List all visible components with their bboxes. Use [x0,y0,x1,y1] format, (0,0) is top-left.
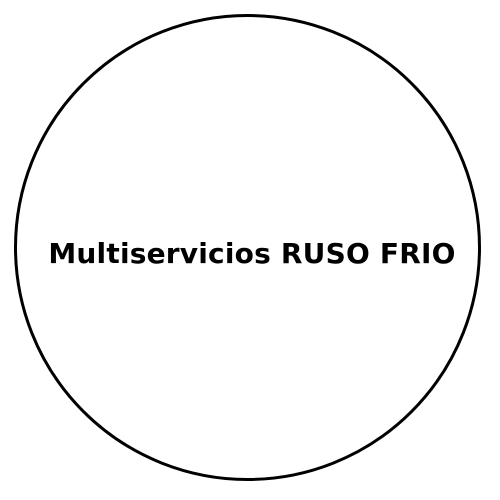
logo-circle [14,14,481,481]
logo-text: Multiservicios RUSO FRIO [48,237,456,270]
